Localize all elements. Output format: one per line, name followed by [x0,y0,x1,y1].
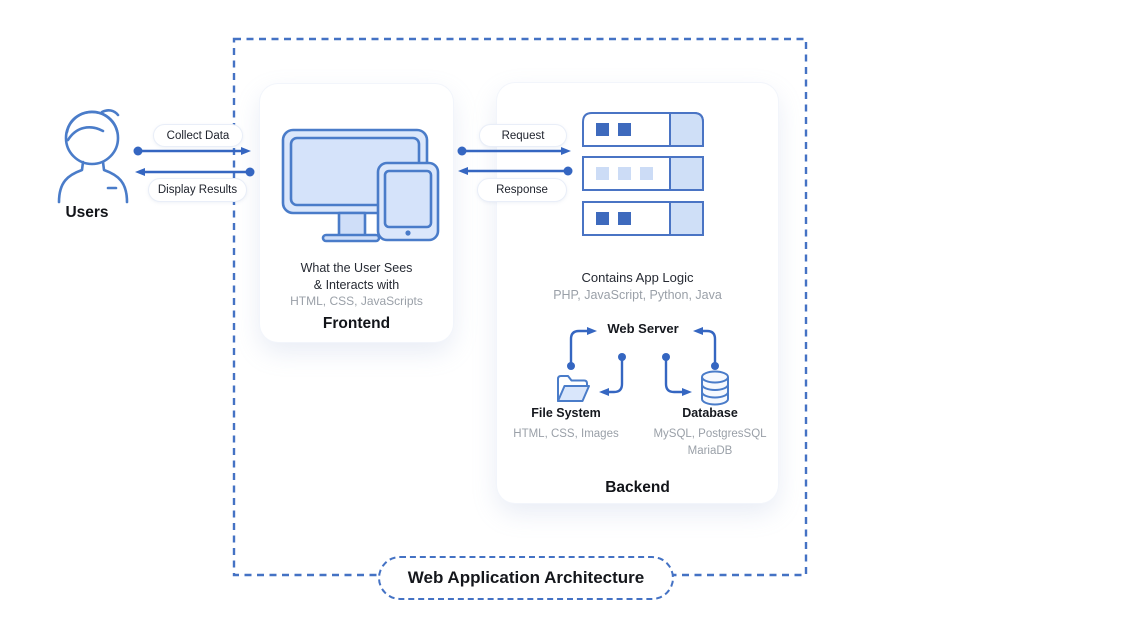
backend-technologies: PHP, JavaScript, Python, Java [553,288,722,302]
database-technologies-line1: MySQL, PostgresSQL [653,428,767,440]
monitor-tablet-icon [281,128,440,243]
response-pill: Response [477,178,567,202]
diagram-title-pill: Web Application Architecture [378,556,674,600]
frontend-title: Frontend [322,315,391,332]
collect-data-arrow [133,146,251,156]
database-technologies-line2: MariaDB [687,445,733,457]
collect-data-pill: Collect Data [153,124,243,147]
display-results-pill: Display Results [148,178,247,202]
display-results-arrow [135,167,255,177]
database-icon [701,370,729,406]
web-server-label: Web Server [607,321,679,336]
frontend-description-line1: What the User Sees [300,261,413,275]
frontend-description-line2: & Interacts with [313,278,400,292]
request-pill: Request [479,124,567,147]
frontend-card: What the User Sees & Interacts with HTML… [260,84,453,342]
user-icon [57,109,129,204]
folder-icon [557,375,590,402]
backend-description: Contains App Logic [581,270,694,285]
frontend-technologies: HTML, CSS, JavaScripts [290,294,423,308]
database-label: Database [682,406,738,420]
users-label: Users [65,204,109,221]
backend-title: Backend [605,479,670,496]
server-stack-icon [582,112,704,236]
